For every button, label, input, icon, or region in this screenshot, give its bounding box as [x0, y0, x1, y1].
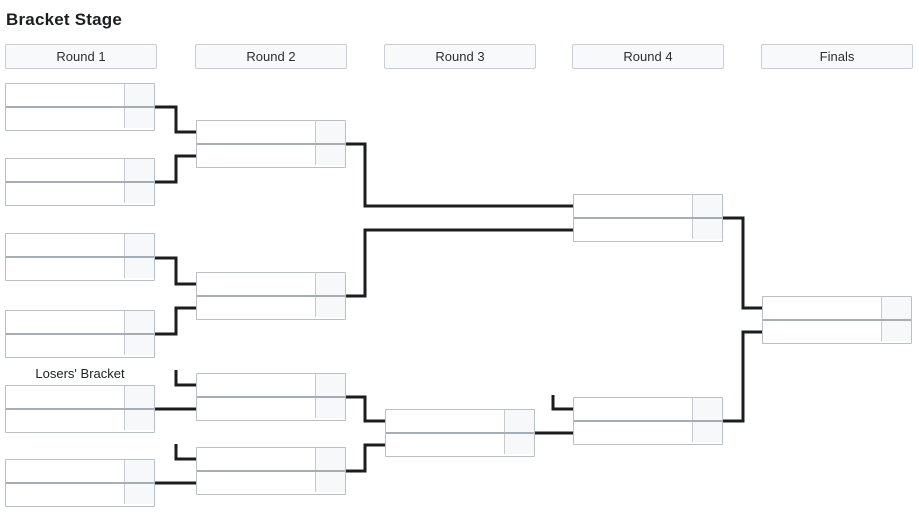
team-score	[315, 121, 345, 143]
team-name	[574, 219, 692, 239]
team-name	[197, 145, 315, 165]
team-name	[763, 297, 881, 319]
team-name	[574, 422, 692, 442]
match-l-r4-m1[interactable]	[573, 397, 723, 445]
match-w-r1-m2[interactable]	[5, 158, 155, 206]
team-name	[197, 398, 315, 418]
loser-dropin-connector	[174, 444, 196, 461]
team-name	[197, 273, 315, 295]
team-name	[197, 121, 315, 143]
team-score	[124, 183, 154, 203]
team-score	[315, 273, 345, 295]
round-header-round-4: Round 4	[572, 44, 724, 69]
team-name	[197, 472, 315, 492]
connector-line	[345, 228, 573, 298]
team-score	[692, 422, 722, 442]
team-name	[574, 195, 692, 217]
match-w-r4-m1[interactable]	[573, 194, 723, 242]
team-score	[124, 311, 154, 333]
connector-line	[345, 443, 385, 473]
connector-line	[345, 395, 385, 423]
team-name	[197, 374, 315, 396]
team-name	[6, 311, 124, 333]
team-score	[124, 460, 154, 482]
team-score	[315, 472, 345, 492]
team-name	[6, 386, 124, 408]
team-name	[386, 410, 504, 432]
team-score	[315, 145, 345, 165]
match-finals[interactable]	[762, 296, 912, 344]
team-score	[124, 234, 154, 256]
team-name	[574, 398, 692, 420]
connector-line	[155, 256, 196, 286]
team-name	[386, 434, 504, 454]
team-score	[692, 195, 722, 217]
team-score	[124, 159, 154, 181]
connector-line	[345, 142, 573, 208]
team-score	[315, 398, 345, 418]
match-l-r3-m1[interactable]	[385, 409, 535, 457]
team-name	[6, 460, 124, 482]
losers-bracket-label: Losers' Bracket	[35, 366, 125, 381]
team-score	[124, 108, 154, 128]
match-w-r2-m2[interactable]	[196, 272, 346, 320]
team-name	[6, 234, 124, 256]
team-score	[692, 398, 722, 420]
team-score	[692, 219, 722, 239]
connector-line	[723, 330, 762, 423]
loser-dropin-connector	[551, 395, 573, 411]
match-w-r1-m4[interactable]	[5, 310, 155, 358]
team-score	[124, 84, 154, 106]
round-header-round-1: Round 1	[5, 44, 157, 69]
team-name	[6, 84, 124, 106]
connector-line	[155, 105, 196, 134]
team-name	[763, 321, 881, 341]
team-name	[6, 183, 124, 203]
match-w-r1-m3[interactable]	[5, 233, 155, 281]
round-header-round-2: Round 2	[195, 44, 347, 69]
team-score	[315, 374, 345, 396]
team-name	[6, 108, 124, 128]
connector-line	[155, 154, 196, 184]
connector-line	[723, 216, 762, 310]
team-score	[124, 335, 154, 355]
match-w-r2-m1[interactable]	[196, 120, 346, 168]
team-name	[197, 448, 315, 470]
team-score	[315, 297, 345, 317]
team-name	[6, 335, 124, 355]
match-l-r2-m2[interactable]	[196, 447, 346, 495]
match-l-r1-m1[interactable]	[5, 385, 155, 433]
team-score	[504, 434, 534, 454]
team-name	[6, 258, 124, 278]
match-l-r2-m1[interactable]	[196, 373, 346, 421]
round-header-finals: Finals	[761, 44, 913, 69]
team-name	[6, 410, 124, 430]
team-score	[124, 410, 154, 430]
team-score	[315, 448, 345, 470]
connector-line	[155, 306, 196, 336]
page-title: Bracket Stage	[6, 10, 122, 29]
match-l-r1-m2[interactable]	[5, 459, 155, 507]
team-score	[504, 410, 534, 432]
round-header-round-3: Round 3	[384, 44, 536, 69]
match-w-r1-m1[interactable]	[5, 83, 155, 131]
team-score	[124, 386, 154, 408]
team-name	[6, 484, 124, 504]
team-score	[881, 297, 911, 319]
team-score	[881, 321, 911, 341]
team-name	[197, 297, 315, 317]
loser-dropin-connector	[174, 370, 196, 387]
team-score	[124, 258, 154, 278]
team-score	[124, 484, 154, 504]
team-name	[6, 159, 124, 181]
